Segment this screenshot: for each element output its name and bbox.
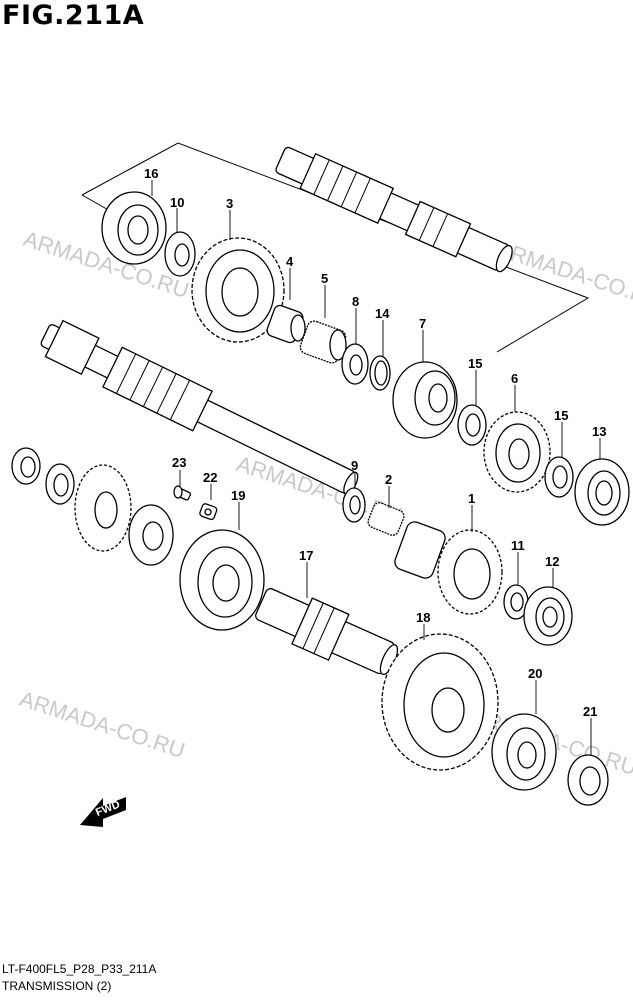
bearing-19 xyxy=(179,529,265,631)
washer-9 xyxy=(342,487,366,523)
callout-23: 23 xyxy=(172,455,186,470)
bearing-13 xyxy=(574,458,630,526)
gear-18 xyxy=(381,633,499,771)
callout-14: 14 xyxy=(375,306,390,321)
callout-3: 3 xyxy=(226,196,233,211)
washer-large xyxy=(128,504,174,566)
leader-lines xyxy=(151,180,601,755)
callout-6: 6 xyxy=(511,371,518,386)
callout-16: 16 xyxy=(144,166,158,181)
output-shaft-17 xyxy=(255,588,399,676)
washer-11 xyxy=(503,584,529,620)
washer-15a xyxy=(457,404,487,446)
callout-22: 22 xyxy=(203,470,217,485)
figure-title: FIG.211A xyxy=(2,0,145,31)
callout-2: 2 xyxy=(385,472,392,487)
callout-12: 12 xyxy=(545,554,559,569)
sensor-rotor xyxy=(74,464,132,552)
callout-1: 1 xyxy=(468,491,475,506)
bearing-16 xyxy=(101,191,167,265)
callout-15a: 15 xyxy=(468,356,482,371)
watermark-4: ARMADA-CO.RU xyxy=(16,686,188,763)
needle-bearing-5 xyxy=(299,320,347,364)
circlip-14 xyxy=(369,355,391,391)
watermark-2: ARMADA-CO.RU xyxy=(493,236,633,313)
washer-8 xyxy=(341,343,369,385)
washer-15b xyxy=(544,456,574,498)
bearing-20 xyxy=(491,713,557,791)
oil-seal-left xyxy=(11,447,41,485)
shift-sleeve-7 xyxy=(392,361,458,439)
bushing-4 xyxy=(266,304,306,344)
gear-1 xyxy=(394,521,503,615)
upper-shaft xyxy=(275,146,513,273)
bearing-12 xyxy=(523,586,573,646)
callout-5: 5 xyxy=(321,271,328,286)
gear-3 xyxy=(191,237,285,343)
plate-22 xyxy=(199,503,218,521)
callout-4: 4 xyxy=(286,254,294,269)
callout-11: 11 xyxy=(511,538,525,553)
callout-7: 7 xyxy=(419,316,426,331)
callout-9: 9 xyxy=(351,458,358,473)
callout-13: 13 xyxy=(592,424,606,439)
callout-8: 8 xyxy=(352,294,359,309)
callout-17: 17 xyxy=(299,548,313,563)
bolt-23 xyxy=(173,485,192,501)
oil-seal-21 xyxy=(567,754,609,806)
figure-code: LT-F400FL5_P28_P33_211A xyxy=(2,962,157,976)
callout-10: 10 xyxy=(170,195,184,210)
callout-21: 21 xyxy=(583,704,597,719)
callout-20: 20 xyxy=(528,666,542,681)
needle-bearing-2 xyxy=(367,502,405,536)
figure-subtitle: TRANSMISSION (2) xyxy=(2,979,112,993)
middle-shaft xyxy=(40,319,359,495)
callout-19: 19 xyxy=(231,488,245,503)
washer-10 xyxy=(164,231,196,277)
gear-6 xyxy=(483,411,551,493)
fwd-arrow-icon: FWD xyxy=(80,797,126,827)
washer-left xyxy=(45,463,75,505)
callout-18: 18 xyxy=(416,610,430,625)
callout-15b: 15 xyxy=(554,408,568,423)
